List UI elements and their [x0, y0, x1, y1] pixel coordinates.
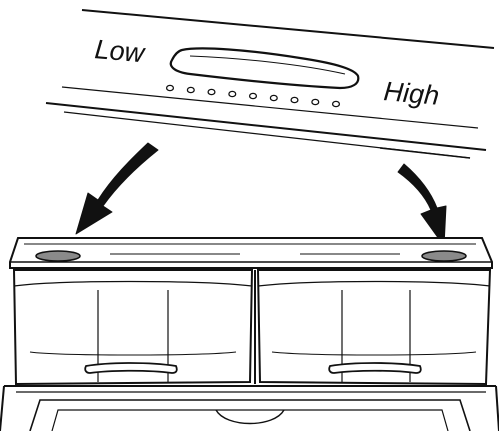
shelf-bin-inner [51, 409, 449, 431]
low-label: Low [93, 34, 146, 68]
left-drawer-handle[interactable] [84, 362, 178, 374]
crisper-cover [9, 237, 493, 269]
high-label: High [382, 76, 440, 111]
panel-bottom-accent [379, 147, 471, 159]
right-crisper-drawer[interactable] [256, 269, 492, 386]
curved-arrow-down-left-icon [75, 142, 159, 235]
setting-dots [165, 84, 341, 108]
cover-top-outline [9, 237, 493, 269]
left-drawer-bottom-curve [29, 351, 237, 356]
setting-dot [331, 100, 341, 108]
right-drawer-handle[interactable] [328, 362, 422, 374]
left-drawer-rim [13, 280, 253, 287]
lower-shelf [0, 385, 499, 431]
setting-dot [207, 88, 216, 96]
setting-dot [269, 94, 278, 102]
panel-inner-line [61, 86, 479, 129]
panel-top-edge [81, 9, 495, 49]
shelf-bin-outline [29, 399, 471, 431]
setting-dot [228, 90, 237, 98]
setting-dot [311, 98, 320, 106]
setting-dot [165, 84, 175, 92]
shelf-left-side [0, 385, 5, 431]
knob-highlight [189, 55, 346, 75]
left-drawer-outline [12, 269, 254, 386]
left-humidity-vent [35, 250, 81, 262]
setting-dot [186, 86, 195, 94]
setting-dot [248, 92, 258, 100]
right-drawer-outline [256, 269, 492, 386]
right-drawer-rim [257, 280, 491, 287]
left-crisper-drawer[interactable] [12, 269, 254, 386]
panel-bottom-edge [45, 102, 487, 151]
right-drawer-bottom-curve [271, 351, 477, 356]
humidity-slider-knob[interactable] [169, 47, 360, 90]
humidity-control-panel [45, 9, 495, 159]
right-humidity-vent [421, 250, 467, 262]
curved-arrow-down-right-icon [397, 163, 447, 247]
shelf-bin-handle [215, 409, 285, 425]
setting-dot [290, 96, 299, 104]
